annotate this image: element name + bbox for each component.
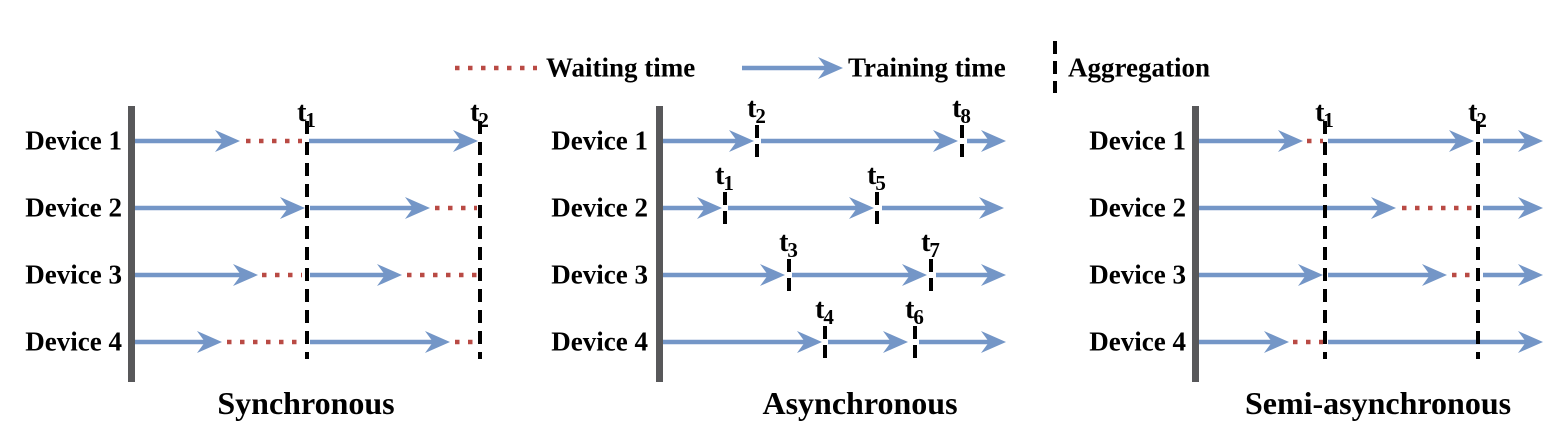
training-arrowhead-icon (197, 331, 222, 353)
training-arrowhead-icon (933, 130, 958, 152)
aggregation-time-subscript: 6 (913, 305, 924, 329)
aggregation-time-base: t (715, 160, 725, 191)
panel-title-semi-asynchronous: Semi-asynchronous (1244, 385, 1512, 421)
aggregation-time-label: t5 (867, 160, 887, 194)
aggregation-time-base: t (779, 227, 789, 258)
aggregation-time-label: t2 (470, 97, 490, 131)
aggregation-time-subscript: 2 (1476, 108, 1487, 132)
training-arrowhead-icon (883, 331, 908, 353)
device-label: Device 3 (25, 259, 122, 290)
training-arrowhead-icon (1518, 264, 1543, 286)
aggregation-time-subscript: 1 (1323, 108, 1334, 132)
aggregation-time-label: t3 (779, 227, 799, 261)
aggregation-time-subscript: 3 (787, 238, 798, 262)
aggregation-time-base: t (867, 160, 877, 191)
training-arrowhead-icon (1298, 264, 1323, 286)
aggregation-time-subscript: 2 (478, 108, 489, 132)
aggregation-time-subscript: 5 (875, 171, 886, 195)
aggregation-time-label: t1 (297, 97, 317, 131)
device-label: Device 3 (1089, 259, 1186, 290)
training-arrowhead-icon (1518, 130, 1543, 152)
aggregation-time-base: t (297, 97, 307, 128)
training-arrowhead-icon (280, 197, 305, 219)
aggregation-time-subscript: 1 (723, 171, 734, 195)
training-arrowhead-icon (697, 197, 722, 219)
device-label: Device 2 (25, 192, 122, 223)
training-arrowhead-icon (729, 130, 754, 152)
start-wall-bar (128, 106, 135, 382)
aggregation-time-subscript: 4 (823, 305, 834, 329)
device-label: Device 1 (1089, 125, 1186, 156)
aggregation-time-subscript: 1 (305, 108, 316, 132)
aggregation-time-label: t7 (921, 227, 941, 261)
training-arrowhead-icon (1518, 197, 1543, 219)
training-arrowhead-icon (981, 331, 1006, 353)
training-arrowhead-icon (849, 197, 874, 219)
training-arrowhead-icon (233, 264, 258, 286)
training-arrowhead-icon (1278, 130, 1303, 152)
panel-title-synchronous: Synchronous (217, 385, 395, 421)
training-arrowhead-icon (1449, 130, 1474, 152)
training-arrowhead-icon (425, 331, 450, 353)
aggregation-time-label: t2 (1468, 97, 1488, 131)
aggregation-time-base: t (1468, 97, 1478, 128)
device-label: Device 2 (551, 192, 648, 223)
aggregation-time-label: t8 (952, 93, 972, 127)
aggregation-time-subscript: 7 (929, 238, 940, 262)
aggregation-time-label: t4 (815, 294, 835, 328)
aggregation-time-base: t (952, 93, 962, 124)
aggregation-time-label: t2 (747, 93, 767, 127)
training-arrowhead-icon (760, 264, 785, 286)
training-arrowhead-icon (1422, 264, 1447, 286)
start-wall-bar (656, 106, 663, 382)
device-label: Device 3 (551, 259, 648, 290)
aggregation-time-subscript: 8 (960, 104, 971, 128)
device-label: Device 4 (1089, 326, 1186, 357)
training-arrowhead-icon (797, 331, 822, 353)
aggregation-time-base: t (747, 93, 757, 124)
panel-title-asynchronous: Asynchronous (762, 385, 958, 421)
device-label: Device 4 (25, 326, 122, 357)
legend-aggregation-label: Aggregation (1068, 52, 1210, 83)
aggregation-time-subscript: 2 (755, 104, 766, 128)
training-arrowhead-icon (818, 57, 843, 79)
aggregation-time-base: t (470, 97, 480, 128)
training-arrowhead-icon (981, 130, 1006, 152)
training-arrowhead-icon (377, 264, 402, 286)
training-arrowhead-icon (1264, 331, 1289, 353)
aggregation-time-label: t6 (905, 294, 925, 328)
aggregation-time-label: t1 (715, 160, 735, 194)
training-arrowhead-icon (405, 197, 430, 219)
aggregation-time-label: t1 (1315, 97, 1335, 131)
device-label: Device 2 (1089, 192, 1186, 223)
training-arrowhead-icon (902, 264, 927, 286)
legend-waiting-time-label: Waiting time (546, 52, 696, 83)
device-label: Device 1 (551, 125, 648, 156)
training-arrowhead-icon (215, 130, 240, 152)
aggregation-time-base: t (815, 294, 825, 325)
start-wall-bar (1192, 106, 1199, 382)
aggregation-time-base: t (1315, 97, 1325, 128)
training-arrowhead-icon (979, 197, 1004, 219)
aggregation-time-base: t (905, 294, 915, 325)
aggregation-time-base: t (921, 227, 931, 258)
training-arrowhead-icon (453, 130, 478, 152)
device-label: Device 4 (551, 326, 648, 357)
training-arrowhead-icon (1371, 197, 1396, 219)
training-arrowhead-icon (1518, 331, 1543, 353)
legend-training-time-label: Training time (848, 52, 1006, 83)
device-label: Device 1 (25, 125, 122, 156)
training-arrowhead-icon (981, 264, 1006, 286)
